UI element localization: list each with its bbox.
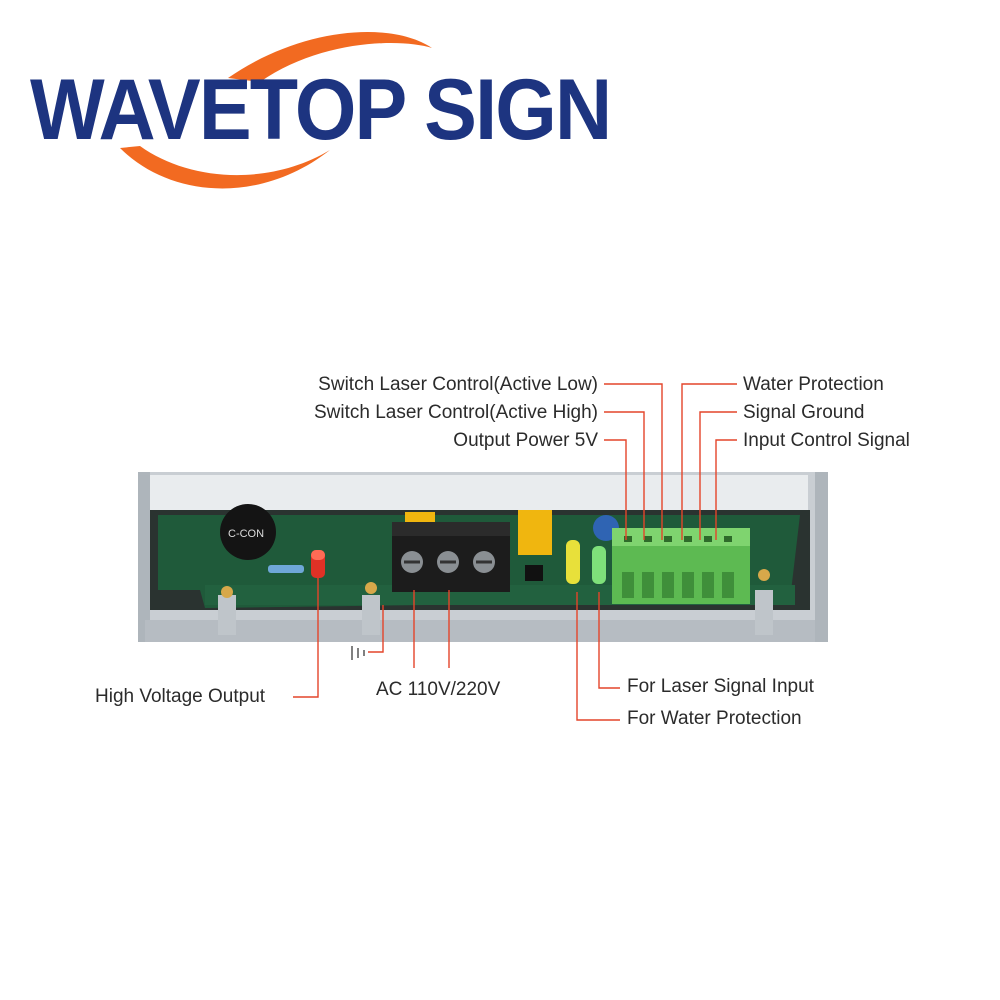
label-ac-input: AC 110V/220V [376, 679, 501, 700]
label-high-voltage-output: High Voltage Output [95, 686, 266, 707]
brand-logo-text: WAVETOP SIGN [30, 62, 612, 158]
label-switch-laser-active-low: Switch Laser Control(Active Low) [318, 374, 598, 395]
label-input-control-signal: Input Control Signal [743, 430, 910, 451]
label-output-power-5v: Output Power 5V [453, 430, 598, 451]
logo-swoosh [120, 32, 432, 189]
label-switch-laser-active-high: Switch Laser Control(Active High) [313, 402, 598, 423]
capacitor-label: C-CON [228, 528, 264, 540]
label-water-protection: Water Protection [743, 374, 884, 395]
label-for-water-protection: For Water Protection [627, 708, 802, 729]
label-signal-ground: Signal Ground [743, 402, 865, 423]
label-for-laser-signal-input: For Laser Signal Input [627, 676, 814, 697]
